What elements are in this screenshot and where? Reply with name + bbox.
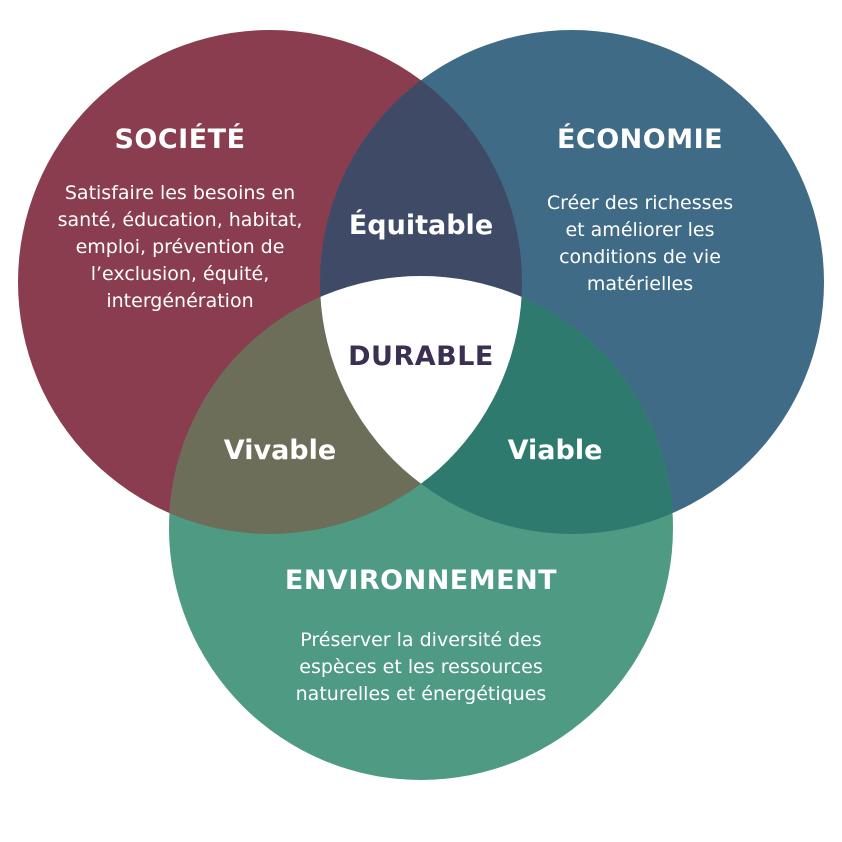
durable-label: DURABLE [348,341,494,372]
environnement-line: espèces et les ressources [299,656,543,678]
societe-description: Satisfaire les besoins en santé, éducati… [20,180,340,315]
societe-line: emploi, prévention de [75,236,285,258]
vivable-label: Vivable [223,435,337,466]
equitable-label: Équitable [348,210,494,241]
environnement-line: Préserver la diversité des [300,629,542,651]
societe-line: santé, éducation, habitat, [57,209,303,231]
societe-line: intergénération [106,290,254,312]
economie-title: ÉCONOMIE [556,124,724,155]
environnement-line: naturelles et énergétiques [295,683,547,705]
societe-line: l’exclusion, équité, [90,263,270,285]
economie-description: Créer des richesses et améliorer les con… [510,190,770,298]
viable-label: Viable [507,435,603,466]
societe-title: SOCIÉTÉ [114,124,246,155]
economie-line: et améliorer les [565,219,715,241]
societe-line: Satisfaire les besoins en [64,182,296,204]
economie-line: Créer des richesses [546,192,734,214]
environnement-description: Préserver la diversité des espèces et le… [241,627,601,708]
economie-line: conditions de vie [559,246,721,268]
economie-line: matérielles [586,273,694,295]
environnement-title: ENVIRONNEMENT [284,565,558,596]
